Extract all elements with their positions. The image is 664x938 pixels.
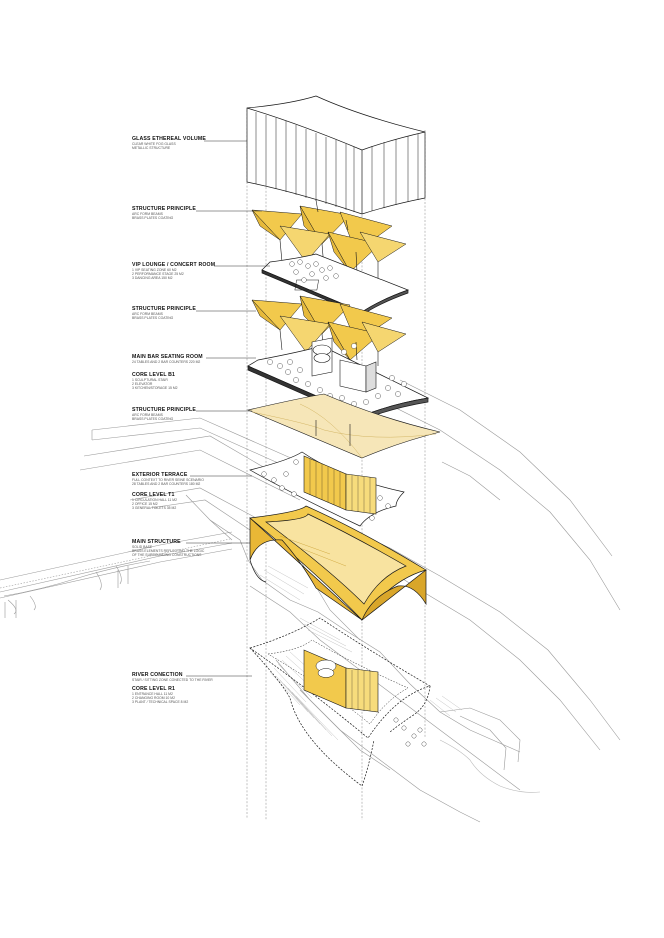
main-structure-vault	[249, 505, 427, 622]
label-line: FULL CONTEXT TO RIVER SEINE SCENARIO	[132, 478, 204, 482]
label-line: 3 GENERAL TOILETS 35 M2	[132, 506, 177, 511]
exterior-terrace-floor	[249, 451, 405, 527]
label-core-t1: CORE LEVEL T1 1 CIRCULATION HALL 11 M2 2…	[132, 492, 250, 511]
label-title: STRUCTURE PRINCIPLE	[132, 306, 196, 312]
leader-lines	[186, 140, 270, 677]
core-r1	[303, 649, 379, 713]
label-line: 2 PERFORMANCE STAGE 25 M2	[132, 272, 184, 277]
label-line: 1 SCULPTURAL STAIR	[132, 378, 168, 382]
label-title: CORE LEVEL B1	[132, 372, 176, 378]
label-title: STRUCTURE PRINCIPLE	[132, 407, 196, 413]
label-glass-volume: GLASS ETHEREAL VOLUME CLEAR WHITE FOG GL…	[132, 136, 250, 150]
label-line: 28 TABLES AND 2 BAR COUNTERS 180 M2	[132, 482, 201, 487]
label-title: CORE LEVEL T1	[132, 492, 175, 498]
label-line: OF THE SURROUNDING CONSTRUCTIONS	[132, 553, 202, 558]
site-context	[0, 379, 621, 823]
terrace-furniture	[261, 459, 391, 521]
label-line: 2 OFFICE 15 M2	[132, 502, 158, 507]
label-line: ARC FORM BEAMS	[132, 413, 163, 417]
label-exterior-terrace: EXTERIOR TERRACE FULL CONTEXT TO RIVER S…	[132, 472, 250, 486]
label-title: GLASS ETHEREAL VOLUME	[132, 136, 206, 142]
label-line: 2 CHANGING ROOM 10 M2	[132, 696, 175, 701]
label-main-bar: MAIN BAR SEATING ROOM 24 TABLES AND 2 BA…	[132, 354, 250, 364]
label-structure-principle-2: STRUCTURE PRINCIPLE ARC FORM BEAMS BRASS…	[132, 306, 250, 320]
bridge	[0, 531, 233, 618]
label-vip-lounge: VIP LOUNGE / CONCERT ROOM 1 VIP SEATING …	[132, 262, 250, 281]
label-river-connection: RIVER CONECTION STAIR / SITTING ZONE CON…	[132, 672, 250, 682]
label-line: BRASS PLATES COATING	[132, 316, 174, 321]
label-line: SOLID BASE	[132, 545, 153, 549]
river-edge	[439, 739, 541, 793]
label-line: 1 CIRCULATION HALL 11 M2	[132, 498, 177, 502]
core-t1	[303, 455, 377, 515]
river-seating	[393, 717, 427, 747]
label-line: BRASS PLATES COATING	[132, 216, 174, 221]
label-line: ARC FORM BEAMS	[132, 212, 163, 216]
glass-volume	[246, 95, 426, 215]
label-title: STRUCTURE PRINCIPLE	[132, 206, 196, 212]
embankment-steps	[259, 565, 463, 741]
label-title: EXTERIOR TERRACE	[132, 472, 188, 478]
label-line: 24 TABLES AND 2 BAR COUNTERS 220 M2	[132, 360, 201, 364]
label-core-r1: CORE LEVEL R1 1 ENTRANCE HALL 11 M2 2 CH…	[132, 686, 250, 705]
label-line: 3 PLANT / TECHNICAL SPACE 8 M2	[132, 700, 189, 705]
vip-furniture	[289, 259, 339, 283]
label-structure-principle-1: STRUCTURE PRINCIPLE ARC FORM BEAMS BRASS…	[132, 206, 250, 220]
label-line: BRASS ELEMENTS REFLECTING THE LOGIC	[132, 549, 205, 554]
label-line: 3 KITCHEN/STORAGE 15 M2	[132, 386, 178, 391]
label-line: ARC FORM BEAMS	[132, 312, 163, 316]
label-line: CLEAR WHITE FOG GLASS	[132, 142, 176, 146]
label-line: 3 DANCING AREA 150 M2	[132, 276, 173, 281]
label-line: METALLIC STRUCTURE	[132, 146, 171, 151]
label-title: RIVER CONECTION	[132, 672, 183, 678]
river-connection	[249, 617, 431, 787]
label-title: MAIN STRUCTURE	[132, 539, 181, 545]
label-line: STAIR / SITTING ZONE CONECTED TO THE RIV…	[132, 678, 213, 682]
label-title: CORE LEVEL R1	[132, 686, 176, 692]
label-line: BRASS PLATES COATING	[132, 417, 174, 422]
structure-umbrellas-upper	[251, 199, 407, 291]
label-main-structure: MAIN STRUCTURE SOLID BASE BRASS ELEMENTS…	[132, 539, 250, 558]
core-b1	[311, 337, 377, 393]
bar-furniture	[267, 343, 407, 407]
label-line: 1 VIP SEATING ZONE 60 M2	[132, 268, 177, 272]
structure-membrane	[247, 393, 441, 459]
label-line: 2 ELEVATOR	[132, 382, 153, 387]
label-title: VIP LOUNGE / CONCERT ROOM	[132, 262, 216, 268]
label-core-b1: CORE LEVEL B1 1 SCULPTURAL STAIR 2 ELEVA…	[132, 372, 250, 391]
label-structure-principle-3: STRUCTURE PRINCIPLE ARC FORM BEAMS BRASS…	[132, 407, 250, 421]
label-title: MAIN BAR SEATING ROOM	[132, 354, 203, 360]
label-line: 1 ENTRANCE HALL 11 M2	[132, 692, 173, 696]
